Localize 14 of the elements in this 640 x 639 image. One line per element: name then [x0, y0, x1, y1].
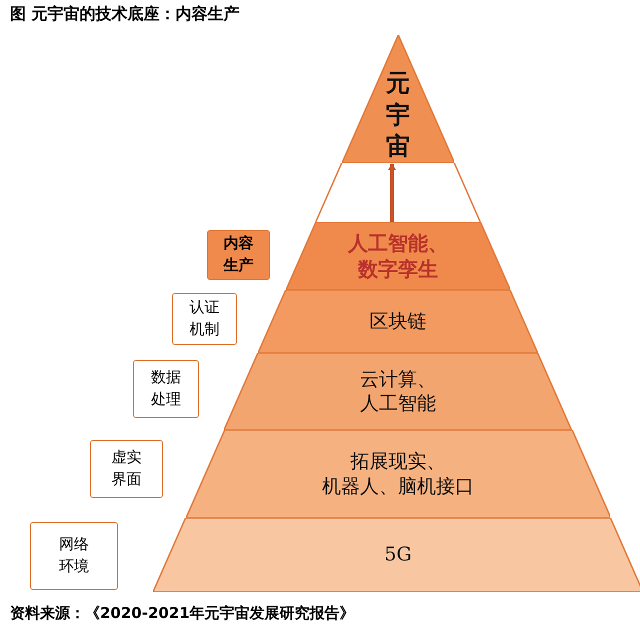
layer-label: 5G [384, 542, 412, 568]
layer-label: 区块链 [369, 309, 426, 334]
layer-label: 元宇宙 [384, 68, 411, 162]
layer-label: 云计算、人工智能 [360, 366, 436, 416]
layer-label: 人工智能、数字孪生 [348, 230, 448, 282]
category-label: 虚实界面 [90, 440, 163, 498]
category-label: 数据处理 [133, 360, 199, 418]
arrow [388, 163, 396, 222]
category-label: 网络环境 [30, 522, 118, 590]
category-label: 内容生产 [207, 230, 270, 280]
category-label: 认证机制 [172, 293, 237, 345]
source-note: 资料来源：《2020-2021年元宇宙发展研究报告》 [10, 604, 355, 623]
figure-title: 图 元宇宙的技术底座：内容生产 [10, 4, 240, 25]
layer-label: 拓展现实、机器人、脑机接口 [322, 449, 474, 499]
